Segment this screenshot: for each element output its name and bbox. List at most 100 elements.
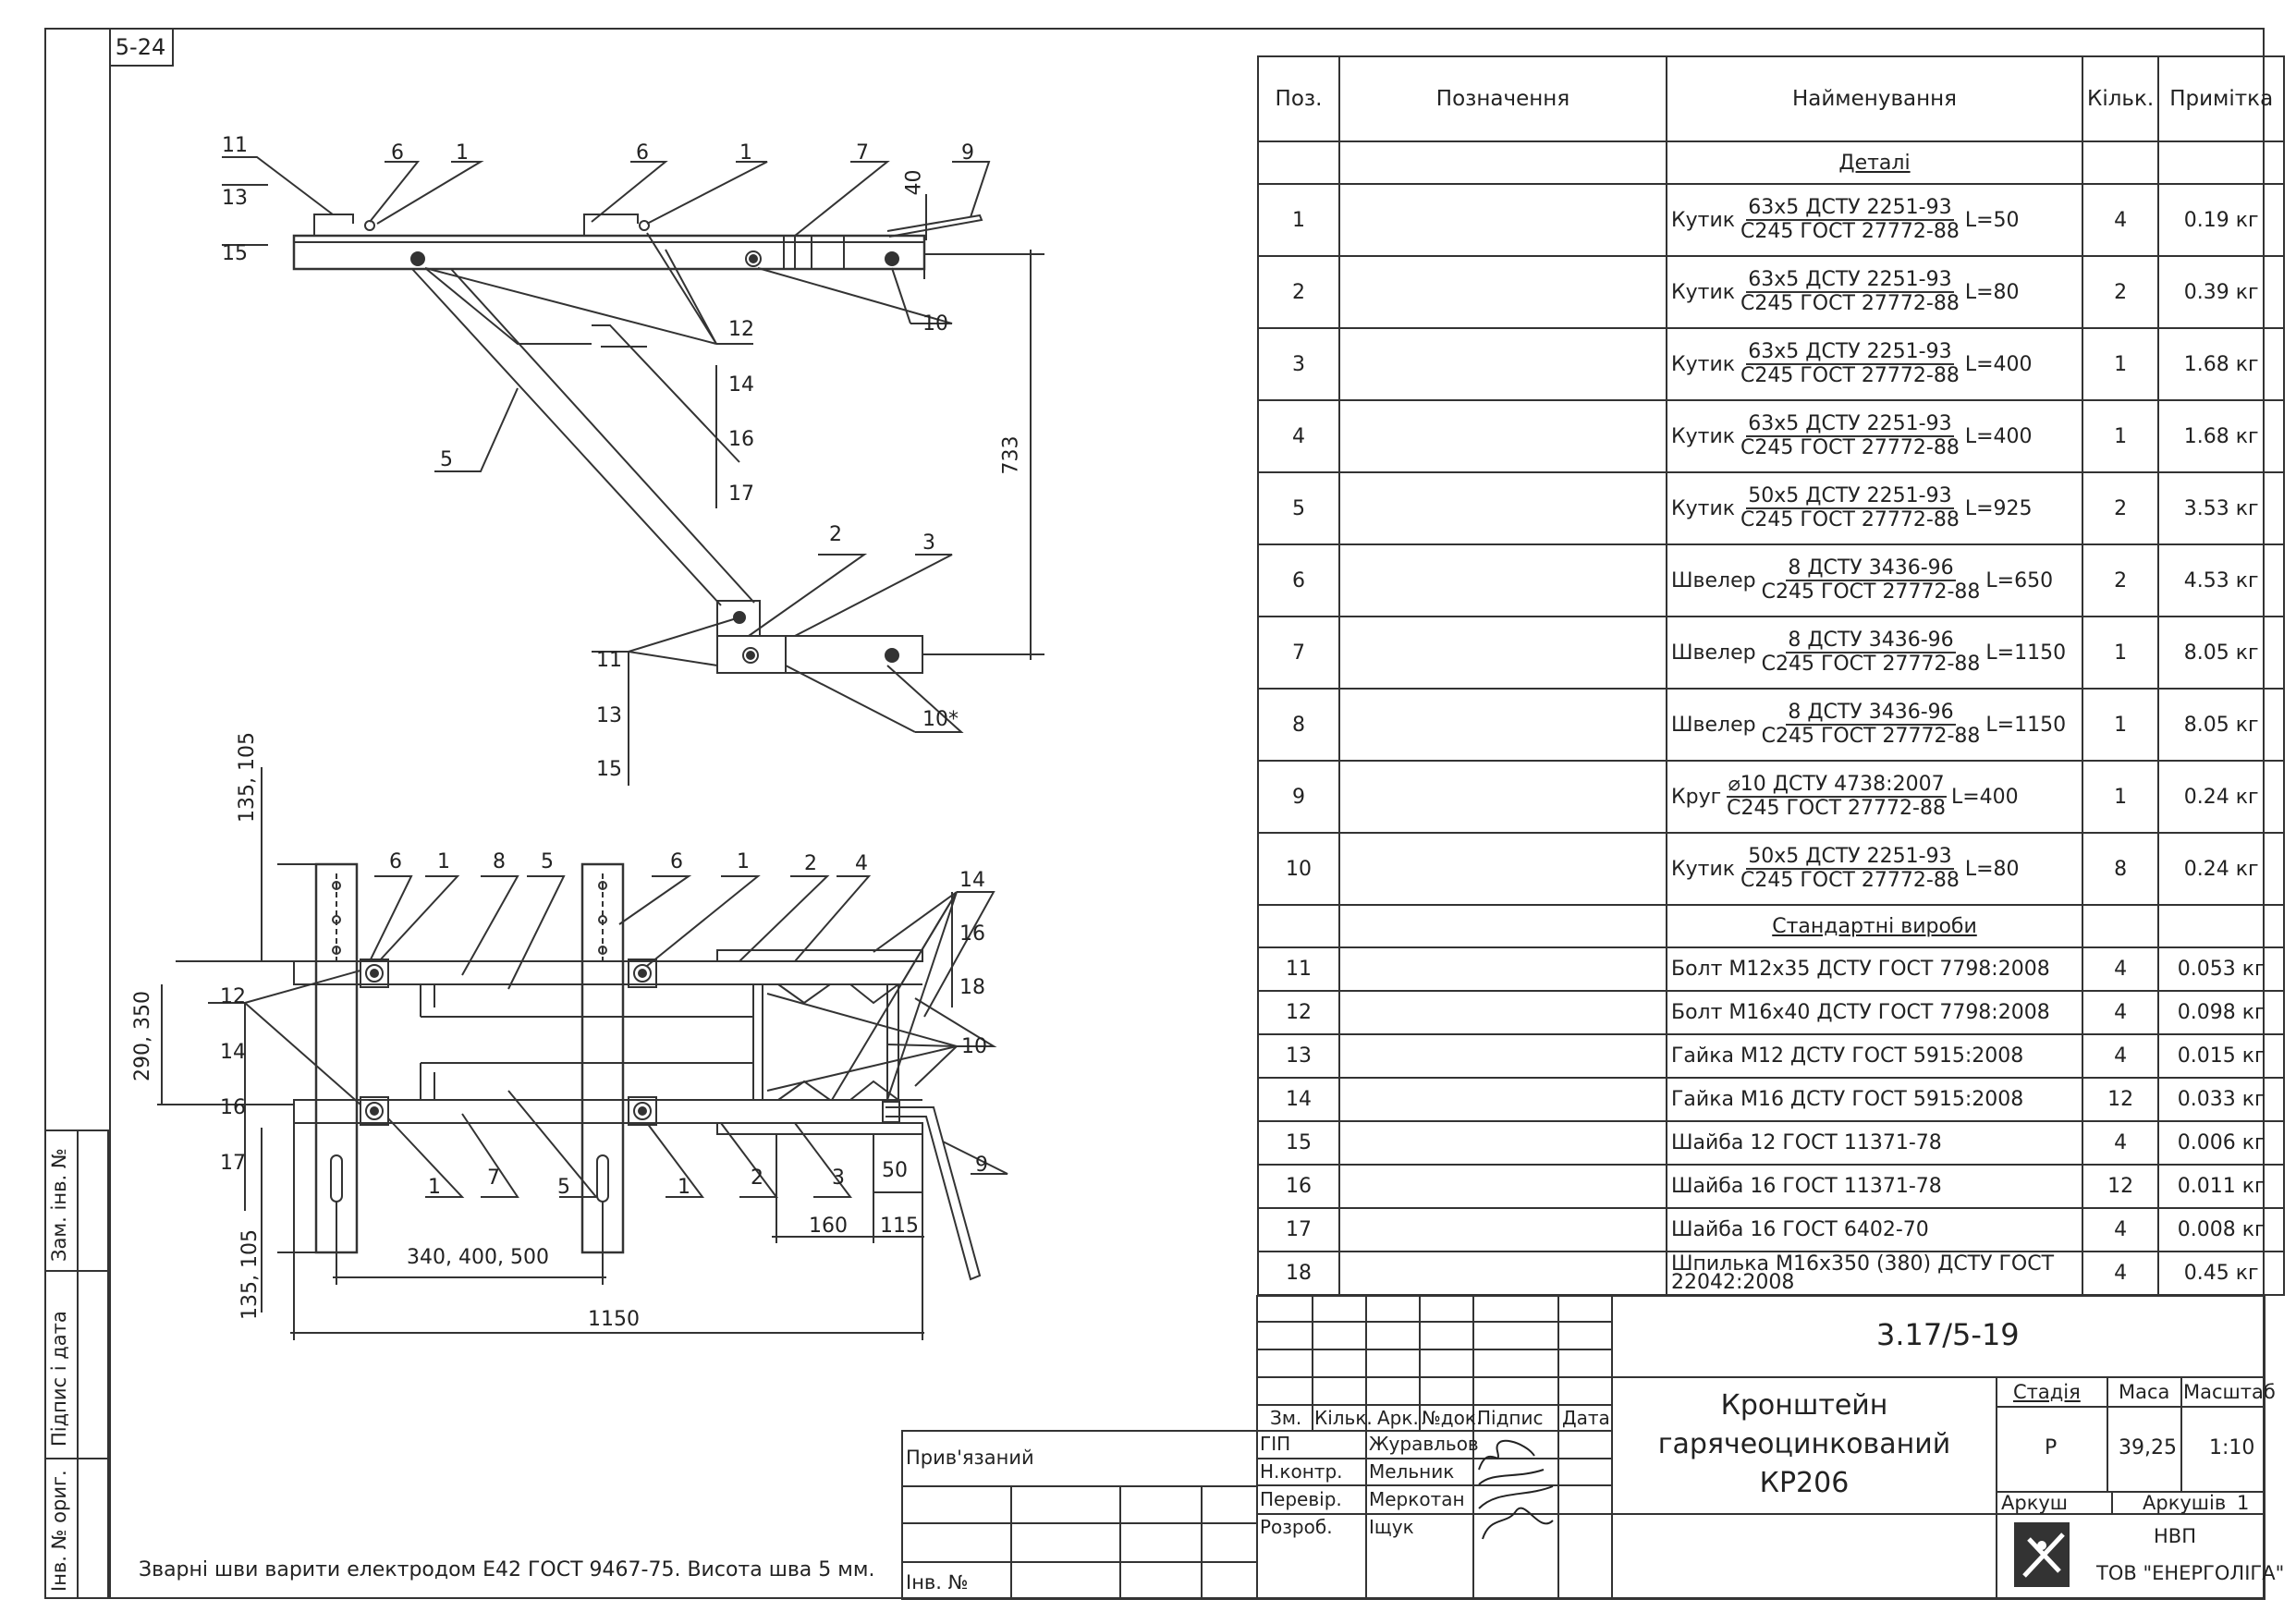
row-designation [1338, 760, 1667, 834]
fraction-denominator: С245 ГОСТ 27772-88 [1727, 797, 1946, 820]
col-header-ndok: №док. [1422, 1407, 1483, 1429]
scale-value: 1:10 [2209, 1436, 2255, 1459]
row-pos: 2 [1257, 255, 1340, 329]
org-line-1: НВП [2154, 1525, 2196, 1547]
name-prefix: Кутик [1671, 496, 1736, 520]
fraction-denominator: С245 ГОСТ 27772-88 [1740, 364, 1960, 387]
welding-note: Зварні шви варити електродом Е42 ГОСТ 94… [139, 1558, 875, 1581]
row-note: 0.011 кг [2157, 1164, 2286, 1209]
row-qty: 4 [2081, 946, 2160, 992]
row-note: 3.53 кг [2157, 471, 2286, 545]
row-qty: 4 [2081, 1207, 2160, 1252]
callout-label: 10 [922, 312, 948, 336]
name-prefix: Кутик [1671, 352, 1736, 376]
row-pos: 15 [1257, 1120, 1340, 1166]
row-note: 0.19 кг [2157, 183, 2286, 257]
dimension-label: 50 [882, 1159, 908, 1182]
row-designation [1338, 327, 1667, 401]
row-name: Шайба 16 ГОСТ 11371-78 [1666, 1164, 2083, 1209]
row-designation [1338, 1033, 1667, 1079]
fraction-numerator: 8 ДСТУ 3436-96 [1786, 556, 1956, 581]
row-designation [1338, 688, 1667, 762]
callout-label: 16 [220, 1096, 246, 1119]
mass-label: Маса [2119, 1381, 2170, 1403]
name-prefix: Швелер [1671, 641, 1756, 665]
row-name: Шайба 12 ГОСТ 11371-78 [1666, 1120, 2083, 1166]
row-name: Шайба 16 ГОСТ 6402-70 [1666, 1207, 2083, 1252]
name-length: L=650 [1985, 568, 2054, 592]
fraction-numerator: 63х5 ДСТУ 2251-93 [1746, 268, 1954, 293]
callout-label: 1 [739, 141, 752, 165]
name-prefix: Швелер [1671, 713, 1756, 737]
row-pos: 10 [1257, 832, 1340, 906]
row-pos: 14 [1257, 1077, 1340, 1122]
callout-label: 4 [855, 852, 868, 875]
fraction-numerator: 50х5 ДСТУ 2251-93 [1746, 484, 1954, 509]
callout-label: 1 [678, 1176, 690, 1199]
row-qty: 2 [2081, 255, 2160, 329]
section-title: Деталі [1666, 140, 2083, 185]
row-qty: 4 [2081, 990, 2160, 1035]
callout-label: 6 [670, 850, 683, 873]
callout-label: 11 [596, 649, 622, 672]
fraction-denominator: С245 ГОСТ 27772-88 [1740, 508, 1960, 531]
callout-label: 14 [959, 869, 985, 892]
callout-label: 2 [751, 1166, 763, 1190]
row-designation [1338, 1164, 1667, 1209]
row-pos: 5 [1257, 471, 1340, 545]
col-qty: Кільк. [2081, 55, 2160, 142]
callout-label: 8 [493, 850, 506, 873]
name-rozrob: Іщук [1369, 1516, 1414, 1538]
row-qty: 2 [2081, 471, 2160, 545]
row-qty: 1 [2081, 399, 2160, 473]
fraction-denominator: С245 ГОСТ 27772-88 [1761, 580, 1981, 604]
row-qty: 4 [2081, 1251, 2160, 1296]
top-view [222, 156, 1044, 786]
binding-label: Прив'язаний [906, 1447, 1034, 1469]
side-pidpys: Підпис і дата [48, 1311, 70, 1447]
col-note: Примітка [2157, 55, 2286, 142]
callout-label: 13 [596, 704, 622, 727]
callout-label: 18 [959, 976, 985, 999]
callout-label: 9 [961, 141, 974, 165]
plan-view [157, 767, 1008, 1340]
row-qty: 1 [2081, 688, 2160, 762]
col-pos: Поз. [1257, 55, 1340, 142]
row-qty: 12 [2081, 1077, 2160, 1122]
callout-label: 12 [728, 318, 754, 341]
row-name: Гайка М16 ДСТУ ГОСТ 5915:2008 [1666, 1077, 2083, 1122]
name-nkontr: Мельник [1369, 1460, 1455, 1483]
col-header-data: Дата [1562, 1407, 1610, 1429]
fraction-numerator: 63х5 ДСТУ 2251-93 [1746, 340, 1954, 365]
doc-code: 3.17/5-19 [1876, 1317, 2020, 1352]
row-designation [1338, 471, 1667, 545]
table-header-row: Поз. Позначення Найменування Кільк. Прим… [1257, 55, 2286, 142]
callout-label: 14 [220, 1041, 246, 1064]
row-note: 0.006 кг [2157, 1120, 2286, 1166]
name-length: L=925 [1964, 496, 2033, 520]
row-designation [1338, 990, 1667, 1035]
scale-label: Масштаб [2183, 1381, 2276, 1403]
callout-label: 1 [737, 850, 750, 873]
col-header-kilk: Кільк. [1314, 1407, 1373, 1429]
callout-label: 17 [220, 1152, 246, 1175]
section-row: Деталі [1257, 140, 2286, 185]
row-note: 1.68 кг [2157, 327, 2286, 401]
row-pos: 18 [1257, 1251, 1340, 1296]
row-note: 8.05 кг [2157, 688, 2286, 762]
name-length: L=400 [1964, 424, 2033, 448]
name-length: L=80 [1964, 280, 2020, 304]
sheet-label: Аркуш [2001, 1492, 2069, 1514]
